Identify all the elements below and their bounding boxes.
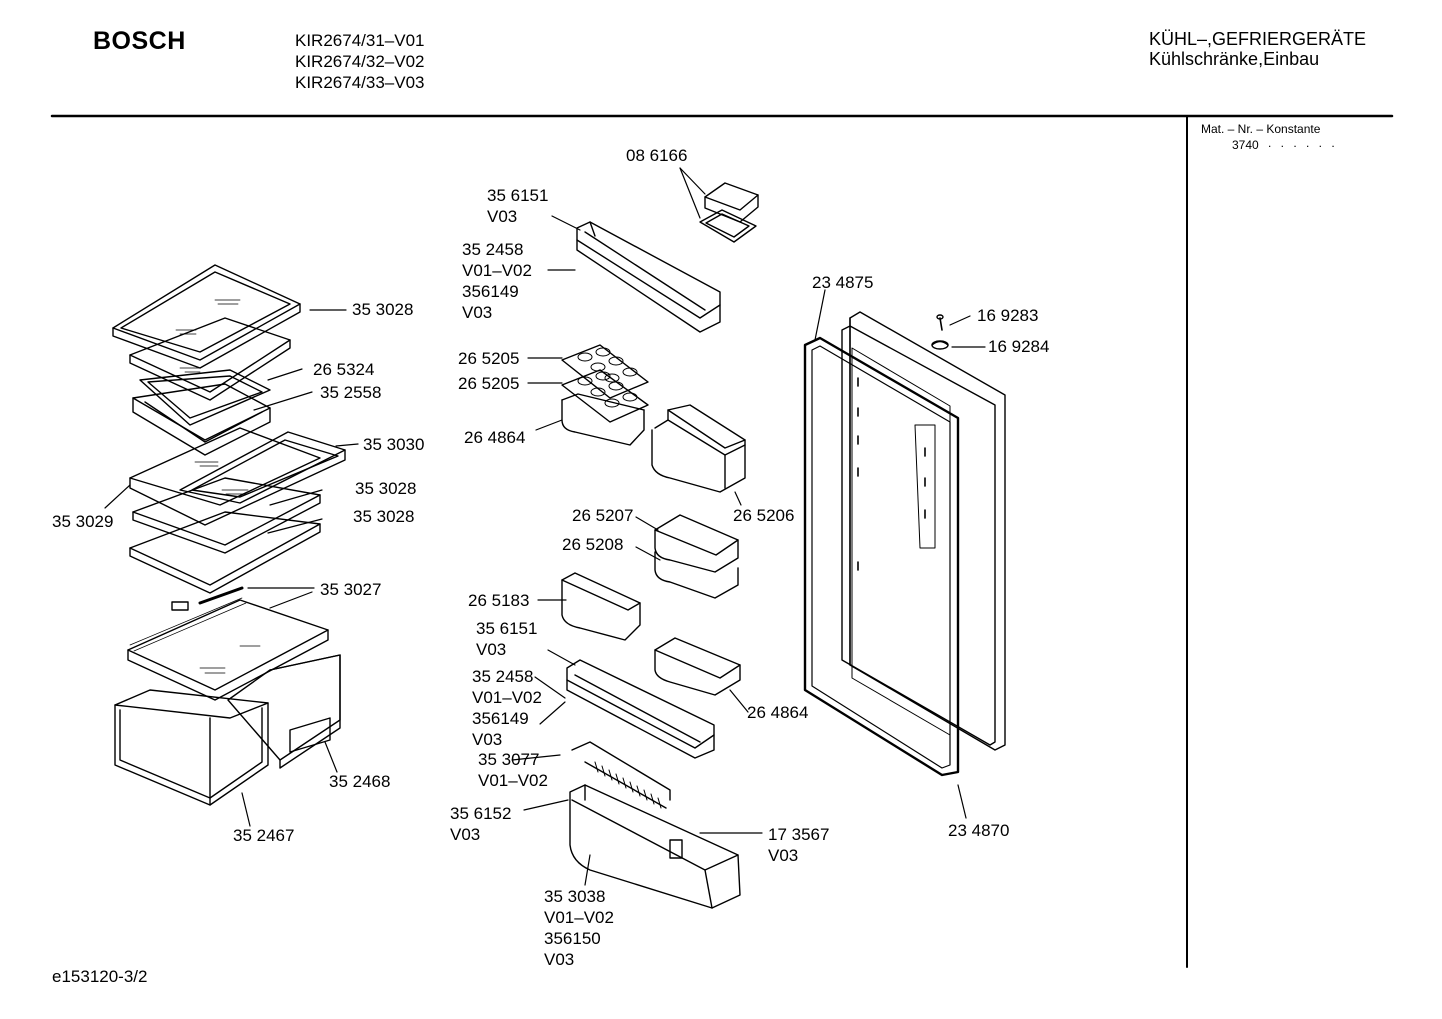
glass-shelf-3 [132,477,321,554]
part-number-label: 35 2468 [329,772,391,791]
small-door-shelf-2 [654,514,739,573]
model-number: KIR2674/33–V03 [295,73,425,92]
part-number-label: 16 9284 [988,337,1050,356]
mat-nr-dots: . . . . . . [1268,136,1338,150]
part-number-label: 26 5183 [468,591,530,610]
category-title: KÜHL–,GEFRIERGERÄTE [1149,29,1367,49]
model-list: KIR2674/31–V01 KIR2674/32–V02 KIR2674/33… [295,30,425,93]
door-gasket [803,336,960,777]
crisper-cover [127,597,329,701]
screw [936,314,944,331]
part-number-label: 35 2467 [233,826,295,845]
glass-shelf-4 [129,511,321,594]
leader-lines [104,167,986,886]
part-number-label: 23 4875 [812,273,874,292]
crisper-drawer-front [114,689,269,806]
part-number-label: 26 5205 [458,349,520,368]
part-number-label: 26 4864 [747,703,809,722]
category-block: KÜHL–,GEFRIERGERÄTE Kühlschränke,Einbau [1149,29,1366,69]
shelf-rail [171,586,244,611]
part-number-label: 35 3027 [320,580,382,599]
small-door-shelf-4 [561,572,641,641]
part-number-label: 26 5205 [458,374,520,393]
part-number-label: 35 3028 [355,479,417,498]
crisper-drawer-back [227,654,341,769]
part-number-label: 16 9283 [977,306,1039,325]
small-door-shelf-3 [654,551,739,599]
mat-nr-value: 3740 [1232,138,1259,152]
model-number: KIR2674/32–V02 [295,52,425,71]
part-number-label: 26 5206 [733,506,795,525]
part-number-label: 35 3028 [352,300,414,319]
small-door-shelf-5 [654,637,741,696]
butter-dish [699,182,759,243]
part-number-label: 23 4870 [948,821,1010,840]
part-number-label: 26 5324 [313,360,375,379]
part-number-label: 26 4864 [464,428,526,447]
part-number-label: 35 3029 [52,512,114,531]
brand-logo: BOSCH [93,27,186,55]
cover-cap [931,340,949,350]
egg-tray-1 [561,344,649,399]
part-number-label: 26 5207 [572,506,634,525]
category-subtitle: Kühlschränke,Einbau [1149,49,1320,69]
mat-nr-label: Mat. – Nr. – Konstante [1201,122,1321,136]
part-number-label: 35 2558 [320,383,382,402]
door-rack-bottom [569,784,741,909]
door-rack-top [576,221,721,333]
door-rack-middle [566,659,715,759]
part-number-label: 26 5208 [562,535,624,554]
part-number-label: 08 6166 [626,146,688,165]
shelf-frame [139,369,271,426]
part-number-label: 35 3030 [363,435,425,454]
bottle-holder [651,404,746,493]
glass-shelf-split [129,427,346,526]
document-id: e153120-3/2 [52,967,148,986]
part-number-label: 35 3028 [353,507,415,526]
door-panel [841,311,1006,751]
egg-tray-2 [561,369,649,423]
crisper-tray [132,383,271,456]
model-number: KIR2674/31–V01 [295,31,425,50]
bottle-retainer [571,741,671,809]
small-door-shelf-1 [561,393,645,446]
